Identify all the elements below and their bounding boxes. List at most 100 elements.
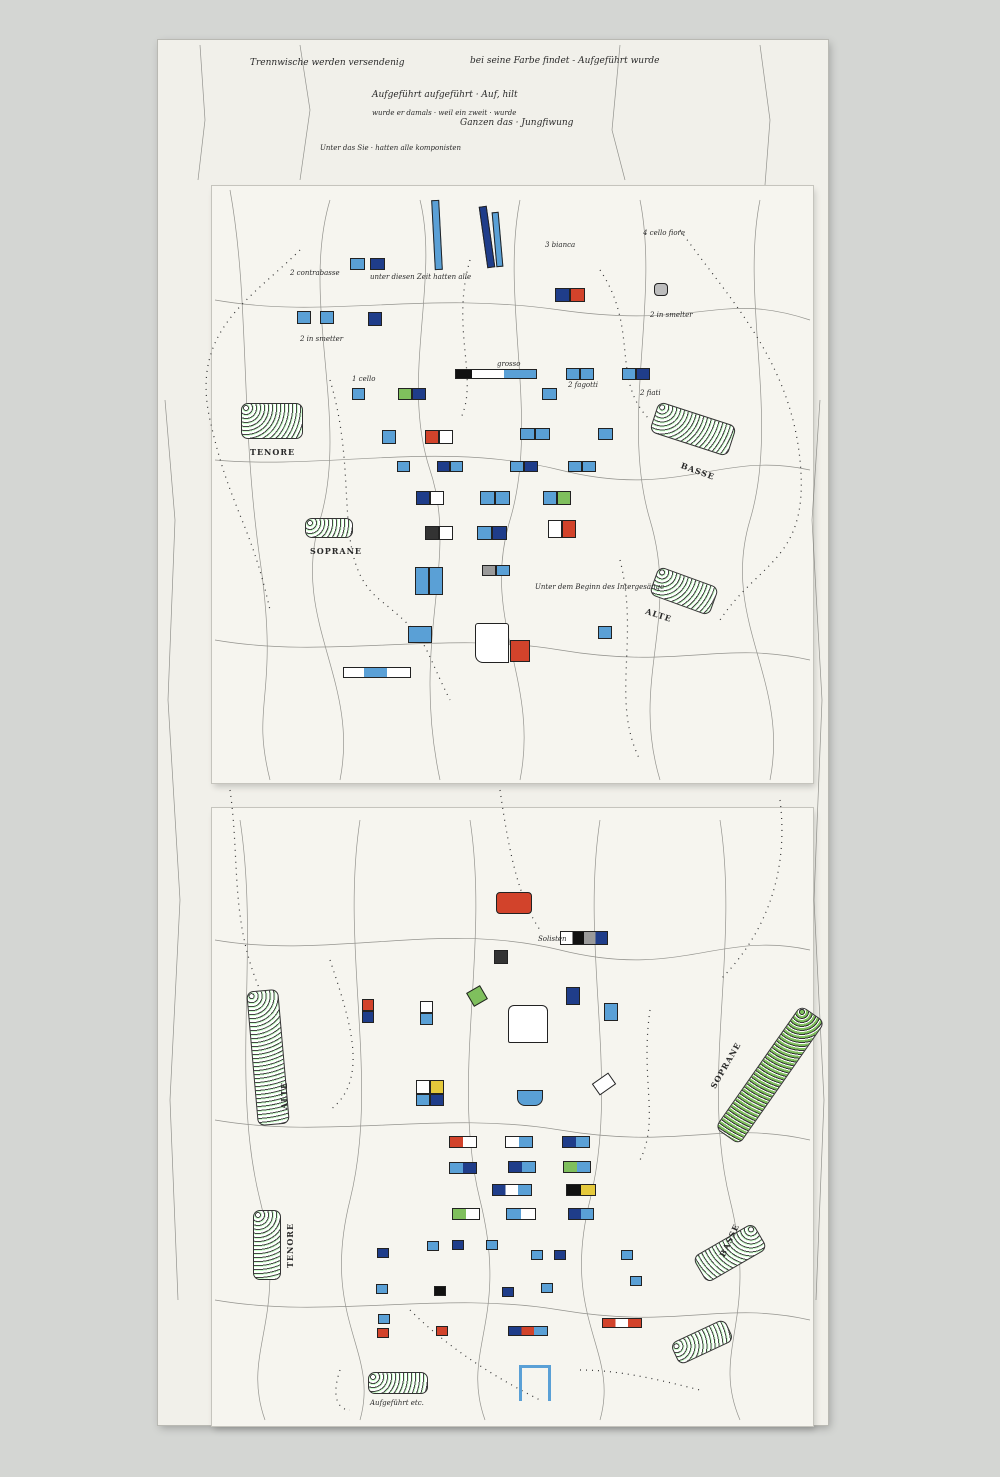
upper-cell-aj bbox=[415, 567, 429, 595]
lower-harp bbox=[519, 1365, 551, 1401]
lower-row-6 bbox=[563, 1161, 591, 1173]
lower-crowd-left-bottom bbox=[253, 1210, 281, 1280]
lower-small-5 bbox=[531, 1250, 543, 1260]
lower-label-solisten: Solisten bbox=[538, 935, 567, 943]
lower-row-5 bbox=[508, 1161, 536, 1173]
upper-label-unter-chor: Unter dem Beginn des Intergesänge bbox=[535, 583, 665, 591]
upper-cell-w bbox=[430, 491, 444, 505]
lower-small-13 bbox=[378, 1314, 390, 1324]
upper-bar-8 bbox=[368, 312, 382, 326]
lower-label-alte: ALTE bbox=[279, 1081, 290, 1110]
upper-cell-x bbox=[480, 491, 495, 505]
lower-cell-8 bbox=[420, 1013, 433, 1025]
upper-cell-j bbox=[425, 430, 439, 444]
lower-cell-1 bbox=[494, 950, 508, 964]
lower-row-7 bbox=[492, 1184, 532, 1196]
upper-bar-5 bbox=[370, 258, 385, 270]
lower-cell-11 bbox=[416, 1094, 430, 1106]
upper-piano bbox=[475, 623, 509, 663]
upper-label-cello: 4 cello fiore bbox=[643, 229, 686, 237]
upper-cell-l bbox=[520, 428, 535, 440]
top-note-4: Ganzen das · Jungfiwung bbox=[460, 118, 574, 128]
upper-cell-f bbox=[622, 368, 636, 380]
lower-small-14 bbox=[436, 1326, 448, 1336]
upper-bar-6 bbox=[297, 311, 311, 324]
lower-row-11 bbox=[568, 1208, 594, 1220]
lower-small-11 bbox=[502, 1287, 514, 1297]
upper-cell-o bbox=[397, 461, 410, 472]
upper-label-tenore: TENORE bbox=[250, 447, 296, 457]
lower-cell-7 bbox=[420, 1001, 433, 1013]
upper-crowd-tenore bbox=[241, 403, 303, 439]
upper-cell-m bbox=[535, 428, 550, 440]
upper-cell-d bbox=[566, 368, 580, 380]
lower-row-4 bbox=[449, 1162, 477, 1174]
top-note-3: wurde er damals · weil ein zweit · wurde bbox=[372, 109, 517, 117]
lower-row-10 bbox=[506, 1208, 536, 1220]
upper-cell-s bbox=[524, 461, 538, 472]
lower-small-17 bbox=[377, 1328, 389, 1338]
upper-cell-z bbox=[543, 491, 557, 505]
upper-cell-ab bbox=[425, 526, 439, 540]
lower-small-10 bbox=[434, 1286, 446, 1296]
upper-cell-am bbox=[598, 626, 612, 639]
upper-cell-r bbox=[510, 461, 524, 472]
lower-bar-top bbox=[560, 931, 608, 945]
upper-cell-i bbox=[382, 430, 396, 444]
top-note-1-left: Trennwische werden versendenig bbox=[250, 58, 405, 68]
lower-row-1 bbox=[449, 1136, 477, 1148]
lower-row-9 bbox=[452, 1208, 480, 1220]
lower-cell-5 bbox=[362, 999, 374, 1011]
upper-label-fiati: 2 fiati bbox=[640, 389, 661, 397]
lower-small-15 bbox=[508, 1326, 548, 1336]
upper-red-block bbox=[510, 640, 530, 662]
upper-cell-a bbox=[352, 388, 365, 400]
lower-small-1 bbox=[377, 1248, 389, 1258]
lower-cell-9 bbox=[416, 1080, 430, 1094]
upper-cell-v bbox=[416, 491, 430, 505]
upper-cell-u bbox=[582, 461, 596, 472]
upper-cell-g bbox=[636, 368, 650, 380]
lower-red-bell bbox=[496, 892, 532, 914]
lower-row-2 bbox=[505, 1136, 533, 1148]
upper-cell-ak bbox=[429, 567, 443, 595]
upper-bar-9 bbox=[555, 288, 570, 302]
upper-panel bbox=[212, 186, 813, 783]
upper-bar-10 bbox=[570, 288, 585, 302]
upper-bar-11 bbox=[654, 283, 668, 296]
upper-label-in-smelter2: 2 in smelter bbox=[650, 311, 693, 319]
upper-cell-t bbox=[568, 461, 582, 472]
upper-label-soprane: SOPRANE bbox=[310, 546, 363, 556]
lower-row-3 bbox=[562, 1136, 590, 1148]
lower-small-2 bbox=[427, 1241, 439, 1251]
lower-small-7 bbox=[621, 1250, 633, 1260]
upper-cell-aa bbox=[557, 491, 571, 505]
upper-cell-h bbox=[542, 388, 557, 400]
upper-cell-n bbox=[598, 428, 613, 440]
lower-label-aufgefuhrt: Aufgeführt etc. bbox=[370, 1399, 424, 1407]
upper-label-fagotti: 2 fagotti bbox=[568, 381, 599, 389]
upper-crowd-soprane bbox=[305, 518, 353, 538]
lower-row-8 bbox=[566, 1184, 596, 1196]
upper-label-contrabasse: 2 contrabasse bbox=[290, 269, 340, 277]
lower-small-9 bbox=[376, 1284, 388, 1294]
upper-cell-af bbox=[548, 520, 562, 538]
lower-small-4 bbox=[486, 1240, 498, 1250]
upper-cell-al bbox=[408, 626, 432, 643]
upper-cell-b bbox=[398, 388, 412, 400]
lower-small-12 bbox=[541, 1283, 553, 1293]
top-note-1-right: bei seine Farbe findet - Aufgeführt wurd… bbox=[470, 56, 660, 66]
lower-small-8 bbox=[630, 1276, 642, 1286]
upper-label-in-smetter: 2 in smetter bbox=[300, 335, 344, 343]
upper-label-grosso: grosso bbox=[497, 360, 521, 368]
upper-long-bar bbox=[455, 369, 537, 379]
upper-cell-ae bbox=[492, 526, 507, 540]
upper-cell-ah bbox=[482, 565, 496, 576]
lower-cell-12 bbox=[430, 1094, 444, 1106]
lower-piano bbox=[508, 1005, 548, 1043]
lower-small-16 bbox=[602, 1318, 642, 1328]
upper-bar-7 bbox=[320, 311, 334, 324]
upper-cell-c bbox=[412, 388, 426, 400]
lower-small-3 bbox=[452, 1240, 464, 1250]
lower-cell-4 bbox=[604, 1003, 618, 1021]
